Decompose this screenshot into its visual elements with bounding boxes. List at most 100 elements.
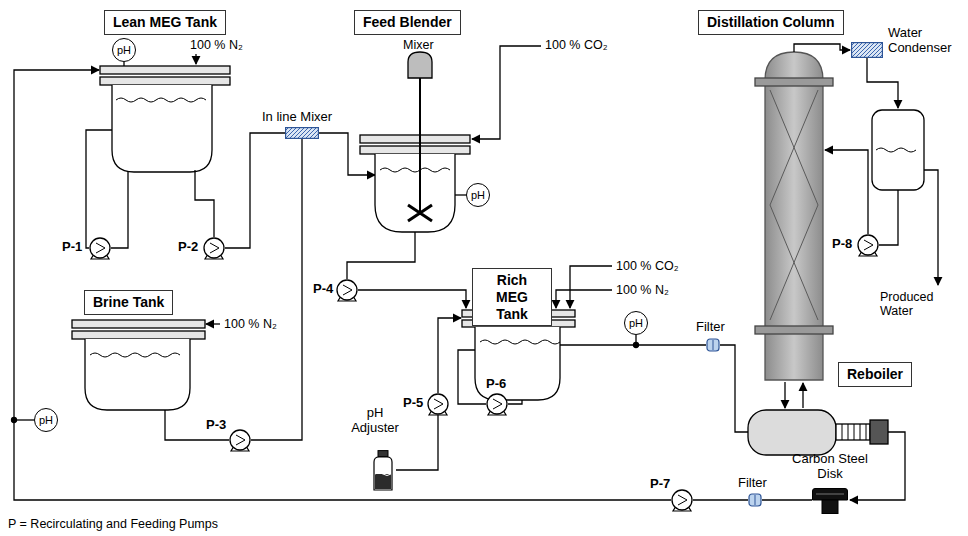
path-part (408, 52, 432, 78)
polyline-part (472, 46, 541, 139)
pipe-connector (693, 499, 748, 500)
svg-part (336, 279, 358, 301)
path-part (375, 474, 391, 489)
rect-part (870, 420, 888, 444)
component-label: Water Condenser (888, 26, 954, 56)
pipe-connector (762, 499, 812, 500)
pump-symbol: P-8 (857, 234, 879, 256)
pump-symbol: P-3 (229, 429, 251, 451)
circle-part (428, 394, 448, 414)
path-part (678, 495, 687, 505)
path-part (210, 243, 219, 253)
polyline-part (111, 172, 128, 248)
polyline-part (165, 410, 229, 440)
path-part (85, 339, 190, 410)
pump-symbol: P-4 (336, 279, 358, 301)
sensor-label: pH (471, 189, 485, 201)
filter-symbol: Filter (748, 493, 762, 507)
svg-part (671, 489, 693, 511)
section-title-box: Reboiler (838, 362, 912, 387)
rect-part (872, 110, 924, 190)
path-part (375, 473, 391, 476)
polyline-part (570, 266, 612, 308)
line-part (419, 78, 421, 213)
polyline-part (867, 58, 898, 108)
pump-symbol: P-7 (671, 489, 693, 511)
path-part (380, 168, 450, 172)
circle-part (90, 238, 110, 258)
pump-label: P-1 (62, 240, 82, 255)
path-part (770, 90, 818, 320)
stream-label: Mixer (403, 38, 434, 52)
component-label: Filter (696, 320, 725, 335)
path-part (236, 435, 245, 445)
rect-part (72, 320, 205, 328)
hatch-symbol: In line Mixer (285, 127, 319, 139)
title-text: Feed Blender (363, 14, 452, 31)
line-part (123, 62, 124, 66)
rect-part (100, 66, 230, 74)
filter-symbol: Filter (706, 338, 720, 352)
ph-sensor: pH (624, 311, 648, 335)
pump-symbol: P-6 (486, 393, 508, 415)
rect-part (822, 500, 838, 514)
path-part (434, 399, 443, 409)
svg-part (812, 488, 848, 514)
svg-part (748, 493, 762, 507)
svg-part (370, 450, 396, 492)
polyline-part (14, 70, 671, 500)
circle-part (337, 280, 357, 300)
rect-part (755, 78, 833, 86)
path-part (864, 240, 873, 250)
pipe-connector (396, 415, 438, 470)
component-label: pH Adjuster (348, 406, 402, 436)
sensor-label: pH (39, 414, 53, 426)
sensor-label: pH (117, 44, 131, 56)
pump-label: P-4 (313, 282, 333, 297)
rect-part (286, 128, 319, 139)
svg-part (203, 237, 225, 259)
component-label: Carbon Steel Disk (790, 452, 870, 482)
line-part (802, 383, 803, 408)
bottle-symbol: pH Adjuster (370, 450, 396, 492)
svg-part (857, 234, 879, 256)
section-title-box: Lean MEG Tank (104, 10, 226, 35)
path-part (876, 148, 916, 152)
line-part (816, 494, 844, 495)
title-text: Lean MEG Tank (113, 14, 217, 31)
pump-symbol: P-1 (89, 237, 111, 259)
polyline-part (358, 290, 466, 308)
ph-sensor: pH (112, 38, 136, 62)
path-part (96, 243, 105, 253)
line-part (784, 382, 785, 408)
svg-part (229, 429, 251, 451)
polyline-part (347, 232, 415, 279)
pump-label: P-3 (206, 418, 226, 433)
path-part (842, 424, 866, 440)
rect-part (100, 77, 230, 85)
pipe-connector (251, 139, 302, 440)
circle-part (858, 235, 878, 255)
hatch-symbol: Water Condenser (851, 42, 883, 58)
pump-label: P-2 (178, 240, 198, 255)
stream-label: 100 % CO₂ (616, 259, 679, 273)
title-text: Rich MEG Tank (481, 272, 543, 322)
g-part (12, 44, 939, 500)
polyline-part (879, 190, 898, 245)
circle-part (634, 343, 639, 348)
svg-part (486, 393, 508, 415)
rect-part (755, 326, 833, 334)
stream-label: Produced Water (880, 290, 942, 319)
section-title-box: Feed Blender (354, 10, 461, 35)
line-part (713, 340, 714, 350)
circle-part (204, 238, 224, 258)
component-label: Filter (738, 476, 767, 491)
path-part (794, 44, 850, 52)
polyline-part (458, 350, 486, 404)
polyline-part (86, 130, 112, 248)
line-part (755, 495, 756, 505)
polyline-part (924, 170, 938, 285)
component-label: In line Mixer (262, 110, 332, 125)
svg-part (427, 393, 449, 415)
